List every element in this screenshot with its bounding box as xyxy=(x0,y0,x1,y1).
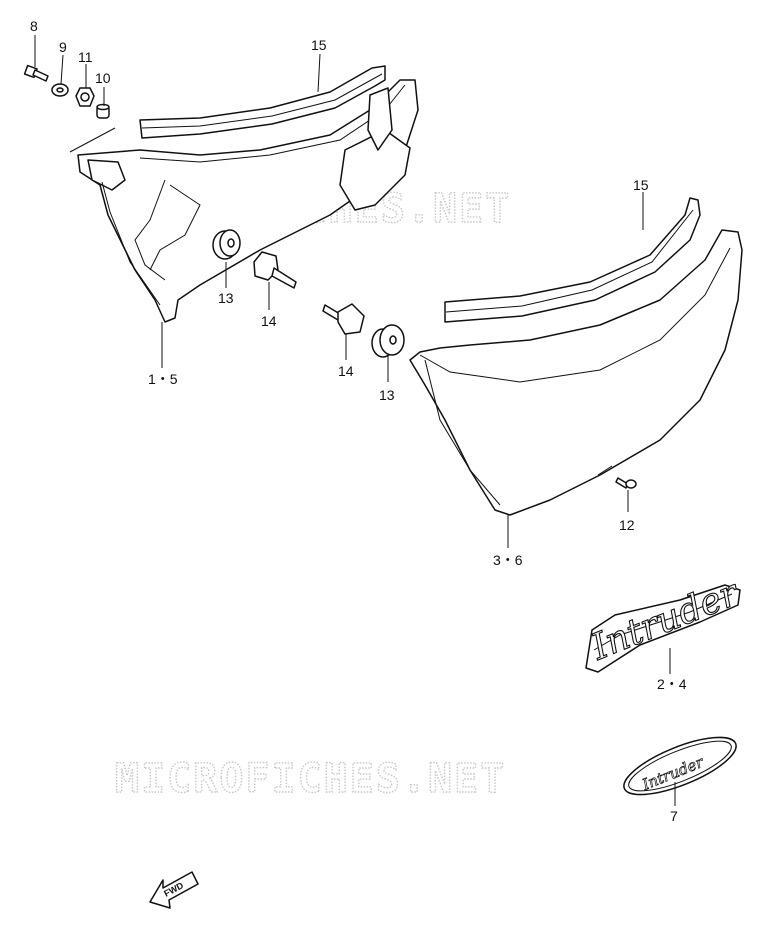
screw-12 xyxy=(615,477,637,489)
left-side-cover xyxy=(69,79,419,323)
callout-10: 10 xyxy=(95,70,111,86)
emblem-small: Intruder xyxy=(623,736,737,796)
callout-2-4: 2・4 xyxy=(657,676,687,692)
callout-15-right: 15 xyxy=(633,177,649,193)
callout-9: 9 xyxy=(59,39,67,55)
collar-10 xyxy=(96,103,110,119)
callout-3-6: 3・6 xyxy=(493,552,523,568)
bolt-14-right xyxy=(322,303,365,335)
callout-13-right: 13 xyxy=(379,387,395,403)
emblem-large: Intruder xyxy=(585,571,746,673)
callout-15-left: 15 xyxy=(311,37,327,53)
bolt-14-left xyxy=(253,251,297,289)
nut-11 xyxy=(75,87,95,107)
callout-11: 11 xyxy=(78,49,93,65)
watermark-bottom: MICROFICHES.NET xyxy=(115,756,506,802)
callout-13-left: 13 xyxy=(218,290,234,306)
trim-strip-right xyxy=(444,197,701,323)
callout-7: 7 xyxy=(670,808,678,824)
callout-14-left: 14 xyxy=(261,313,277,329)
leader-lines xyxy=(34,35,676,806)
washer-9 xyxy=(51,83,69,97)
grommet-13-right xyxy=(371,324,405,358)
callout-14-right: 14 xyxy=(338,363,354,379)
bolt-8 xyxy=(23,64,49,82)
callout-1-5: 1・5 xyxy=(148,371,178,387)
right-side-cover xyxy=(409,229,743,516)
callout-8: 8 xyxy=(30,18,38,34)
callout-12: 12 xyxy=(619,517,635,533)
fwd-arrow: FWD xyxy=(149,871,199,909)
grommet-13-left xyxy=(212,229,241,260)
emblem-large-text: Intruder xyxy=(585,572,746,669)
trim-strip-left xyxy=(139,65,386,139)
